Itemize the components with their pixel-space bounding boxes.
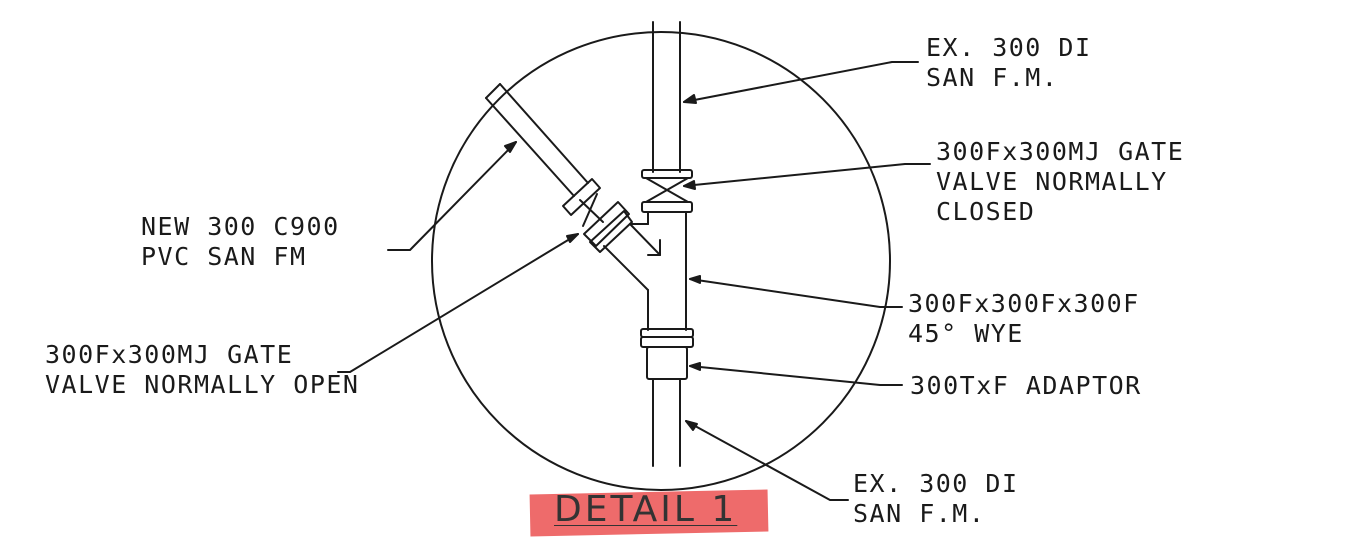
detail-title-block: DETAIL 1 (529, 488, 769, 537)
detail-boundary-circle (431, 31, 891, 491)
leader-wye (689, 275, 903, 308)
wye-fitting (603, 211, 687, 331)
existing-main-bottom (652, 378, 681, 467)
callout-line: 300TxF ADAPTOR (910, 371, 1142, 400)
callout-wye: 300Fx300Fx300F 45° WYE (908, 289, 1140, 349)
callout-line: EX. 300 DI (853, 469, 1019, 498)
new-pvc-main (485, 83, 589, 197)
existing-main-top (652, 21, 681, 173)
callout-line: PVC SAN FM (141, 242, 307, 271)
open-gate-valve-symbol (562, 178, 633, 253)
callout-line: 300Fx300MJ GATE (936, 137, 1185, 166)
callout-bottom-existing-main: EX. 300 DI SAN F.M. (853, 469, 1019, 529)
leader-top-existing-main (683, 61, 919, 104)
leader-open-gate-valve (337, 233, 579, 373)
callout-adaptor: 300TxF ADAPTOR (910, 371, 1142, 401)
detail-title: DETAIL 1 (554, 489, 738, 530)
callout-top-existing-main: EX. 300 DI SAN F.M. (926, 33, 1092, 93)
callout-line: NEW 300 C900 (141, 212, 340, 241)
callout-line: 300Fx300Fx300F (908, 289, 1140, 318)
leader-adaptor (689, 362, 903, 386)
closed-gate-valve-symbol (641, 169, 693, 213)
callout-line: VALVE NORMALLY (936, 167, 1168, 196)
callout-line: CLOSED (936, 197, 1036, 226)
callout-line: SAN F.M. (926, 63, 1059, 92)
leader-closed-gate-valve (683, 163, 931, 190)
callout-line: 300Fx300MJ GATE (45, 340, 294, 369)
callout-new-pvc-main: NEW 300 C900 PVC SAN FM (141, 212, 340, 272)
callout-open-gate-valve: 300Fx300MJ GATE VALVE NORMALLY OPEN (45, 340, 359, 400)
leader-new-pvc-main (387, 141, 517, 251)
callout-line: SAN F.M. (853, 499, 986, 528)
callout-closed-gate-valve: 300Fx300MJ GATE VALVE NORMALLY CLOSED (936, 137, 1184, 227)
adaptor-fitting (640, 328, 694, 380)
callout-line: EX. 300 DI (926, 33, 1092, 62)
callout-line: VALVE NORMALLY OPEN (45, 370, 360, 399)
leader-bottom-existing-main (685, 420, 849, 501)
callout-line: 45° WYE (908, 319, 1024, 348)
